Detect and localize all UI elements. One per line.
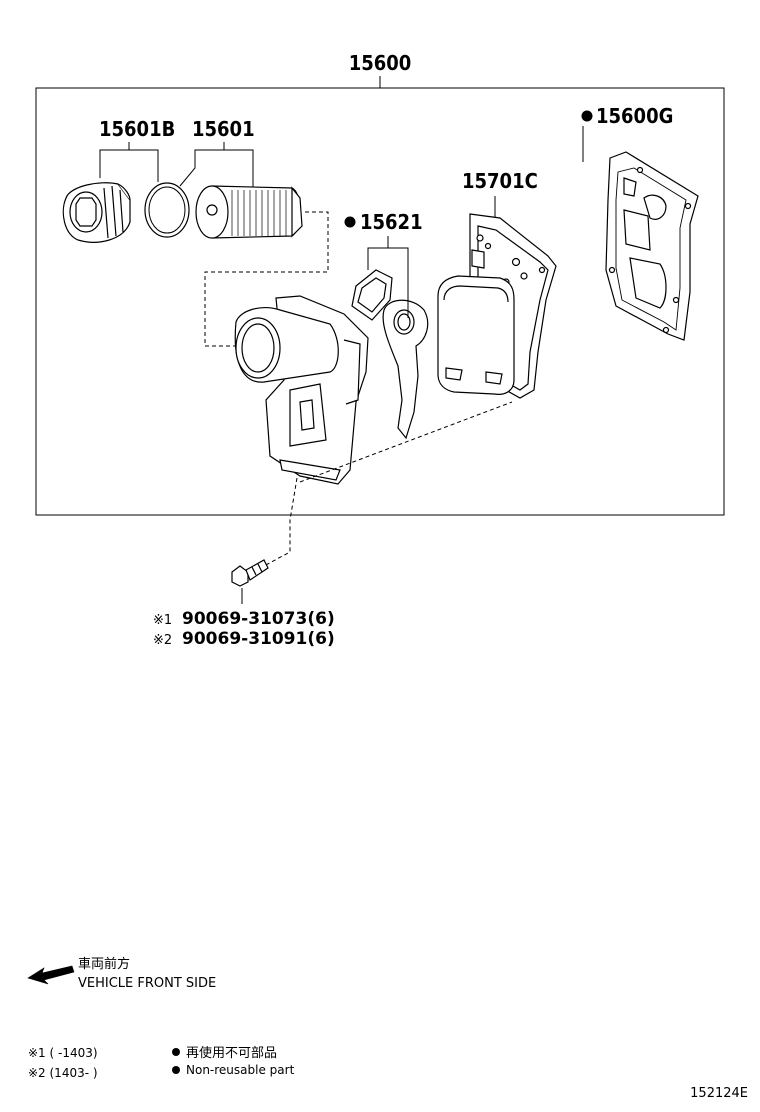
o-ring-gasket[interactable] <box>144 182 190 238</box>
vehicle-front-arrow-icon <box>27 965 75 985</box>
oil-cooler[interactable] <box>437 213 557 399</box>
nonreusable-marker-gasket-kit <box>581 110 593 122</box>
assembly-guide-line-cooler <box>299 401 513 483</box>
bolt-mark-2: ※2 <box>153 633 172 648</box>
oil-filter-element[interactable] <box>195 185 303 239</box>
oil-filter-housing[interactable] <box>234 295 369 485</box>
bolt-number-1[interactable]: 90069-31073(6) <box>182 609 335 629</box>
leader-lines <box>99 126 584 318</box>
legend-note-2: ※2 (1403- ) <box>28 1066 98 1080</box>
legend-nonreusable-marker <box>172 1048 180 1056</box>
bolt-number-2[interactable]: 90069-31091(6) <box>182 629 335 649</box>
part-label-cap[interactable]: 15601B <box>99 117 175 141</box>
part-label-gasket-kit[interactable]: 15600G <box>596 104 673 128</box>
o-ring-set[interactable] <box>351 269 429 440</box>
part-label-o-ring[interactable]: 15621 <box>360 210 423 234</box>
flange-bolt[interactable] <box>231 559 269 587</box>
figure-id: 152124E <box>690 1086 748 1101</box>
part-label-cooler[interactable]: 15701C <box>462 169 538 193</box>
gasket-plate[interactable] <box>605 151 699 341</box>
legend-nonreusable-marker-2 <box>172 1066 180 1074</box>
legend-note-1: ※1 ( -1403) <box>28 1046 98 1060</box>
part-label-element[interactable]: 15601 <box>192 117 255 141</box>
direction-jp: 車両前方 <box>78 956 130 972</box>
bolt-guide-line <box>263 477 298 567</box>
assembly-number[interactable]: 15600 <box>349 51 412 75</box>
legend-nonreusable-en: Non-reusable part <box>186 1063 295 1077</box>
o-ring-gasket-inner <box>148 186 186 234</box>
direction-en: VEHICLE FRONT SIDE <box>78 976 216 991</box>
bolt-mark-1: ※1 <box>153 613 172 628</box>
nonreusable-marker-o-ring <box>344 216 356 228</box>
assembly-frame <box>35 87 725 516</box>
legend-nonreusable-jp: 再使用不可部品 <box>186 1045 277 1061</box>
oil-filter-cap[interactable] <box>62 182 131 243</box>
